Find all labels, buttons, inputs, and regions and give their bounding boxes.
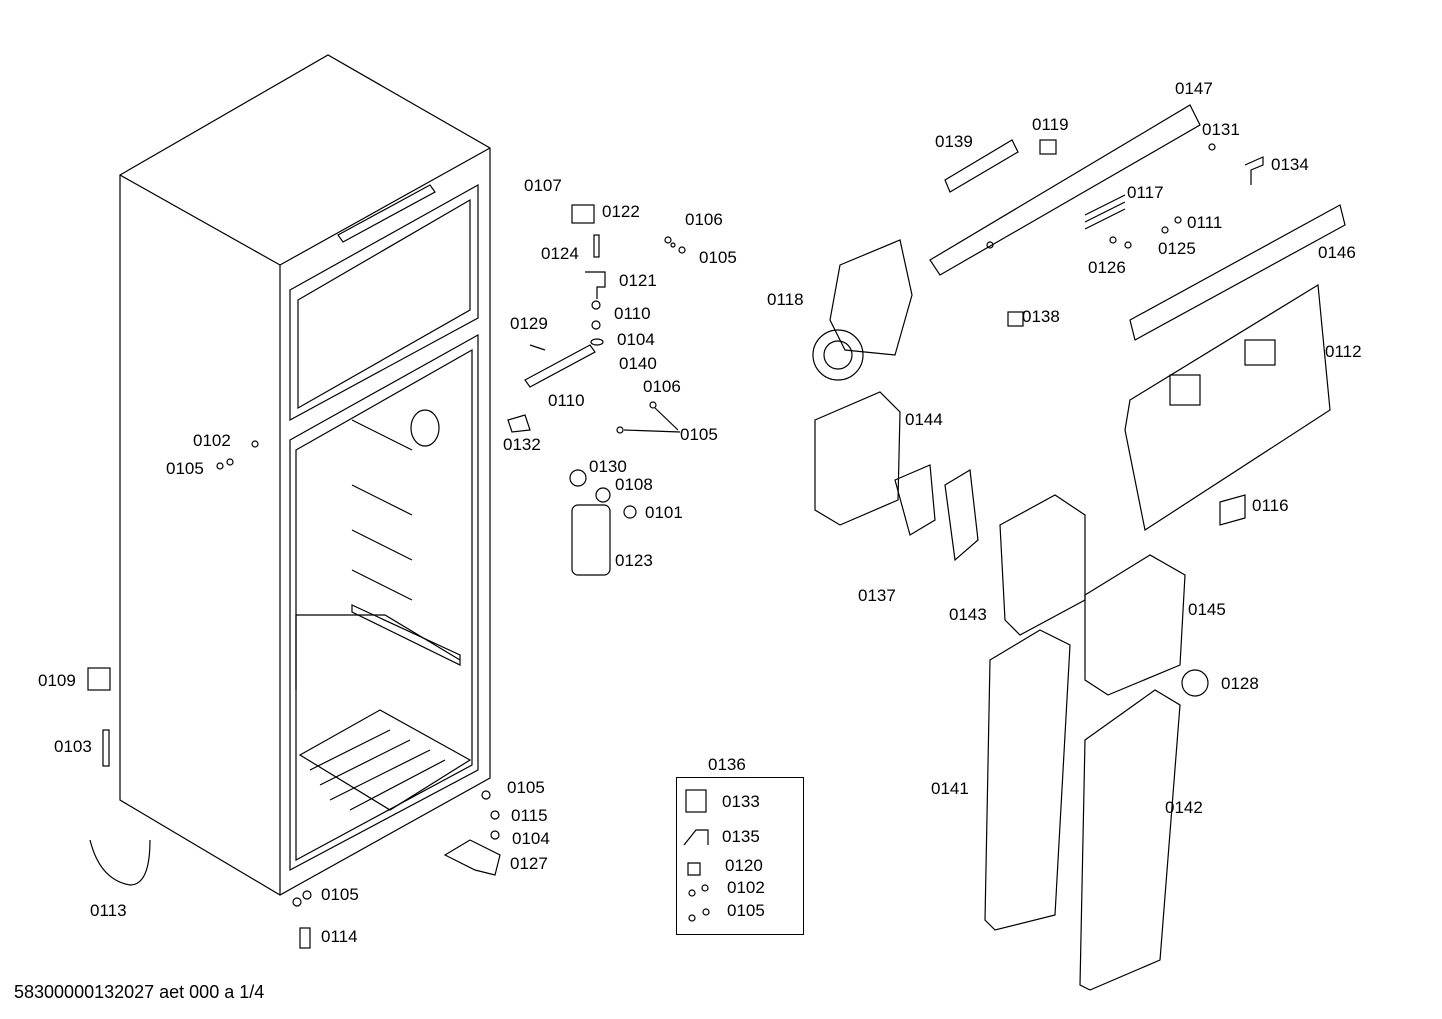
part-label[interactable]: 0102: [193, 431, 231, 450]
part-label[interactable]: 0136: [708, 755, 746, 774]
part-label[interactable]: 0110: [548, 391, 585, 410]
part-label[interactable]: 0120: [725, 856, 763, 875]
part-label[interactable]: 0105: [321, 885, 359, 904]
part-label[interactable]: 0135: [722, 827, 760, 846]
part-label[interactable]: 0105: [680, 425, 718, 444]
part-label[interactable]: 0108: [615, 475, 653, 494]
part-label[interactable]: 0105: [507, 778, 545, 797]
part-label[interactable]: 0115: [511, 806, 548, 825]
part-label[interactable]: 0129: [510, 314, 548, 333]
part-label[interactable]: 0106: [685, 210, 723, 229]
part-label[interactable]: 0101: [645, 503, 683, 522]
part-label[interactable]: 0102: [727, 878, 765, 897]
part-label[interactable]: 0142: [1165, 798, 1203, 817]
part-label[interactable]: 0128: [1221, 674, 1259, 693]
part-label[interactable]: 0114: [321, 927, 358, 946]
part-label[interactable]: 0126: [1088, 258, 1126, 277]
part-label[interactable]: 0122: [602, 202, 640, 221]
part-label[interactable]: 0145: [1188, 600, 1226, 619]
part-label[interactable]: 0139: [935, 132, 973, 151]
part-label[interactable]: 0121: [619, 271, 657, 290]
ventilation-and-control-parts: [812, 104, 1346, 991]
part-label[interactable]: 0141: [931, 779, 969, 798]
part-label[interactable]: 0143: [949, 605, 987, 624]
part-label[interactable]: 0140: [619, 354, 657, 373]
small-parts: [87, 204, 686, 949]
part-label[interactable]: 0123: [615, 551, 653, 570]
part-label[interactable]: 0119: [1032, 115, 1069, 134]
part-label[interactable]: 0106: [643, 377, 681, 396]
cabinet-0100: [119, 54, 491, 896]
part-label[interactable]: 0146: [1318, 243, 1356, 262]
part-label[interactable]: 0138: [1022, 307, 1060, 326]
part-label[interactable]: 0132: [503, 435, 541, 454]
part-label[interactable]: 0110: [614, 304, 651, 323]
part-label[interactable]: 0113: [90, 901, 127, 920]
kit-box-0136: [676, 777, 804, 935]
part-label[interactable]: 0104: [512, 829, 550, 848]
part-label[interactable]: 0104: [617, 330, 655, 349]
part-label[interactable]: 0147: [1175, 79, 1213, 98]
part-label[interactable]: 0107: [524, 176, 562, 195]
part-label[interactable]: 0105: [166, 459, 204, 478]
part-label[interactable]: 0131: [1202, 120, 1240, 139]
part-label[interactable]: 0112: [1325, 342, 1362, 361]
part-label[interactable]: 0144: [905, 410, 943, 429]
part-label[interactable]: 0137: [858, 586, 896, 605]
part-label[interactable]: 0105: [727, 901, 765, 920]
part-label[interactable]: 0109: [38, 671, 76, 690]
part-label[interactable]: 0105: [699, 248, 737, 267]
part-label[interactable]: 0130: [589, 457, 627, 476]
part-label[interactable]: 0127: [510, 854, 548, 873]
kit-0136-parts: [683, 789, 710, 922]
part-label[interactable]: 0133: [722, 792, 760, 811]
drawing-reference-footer: 58300000132027 aet 000 a 1/4: [14, 982, 265, 1002]
part-label[interactable]: 0134: [1271, 155, 1309, 174]
part-label[interactable]: 0117: [1127, 183, 1164, 202]
part-label[interactable]: 0111: [1187, 213, 1223, 232]
part-label[interactable]: 0118: [767, 290, 804, 309]
part-label[interactable]: 0116: [1252, 496, 1289, 515]
part-label[interactable]: 0125: [1158, 239, 1196, 258]
part-label[interactable]: 0103: [54, 737, 92, 756]
part-label[interactable]: 0124: [541, 244, 579, 263]
